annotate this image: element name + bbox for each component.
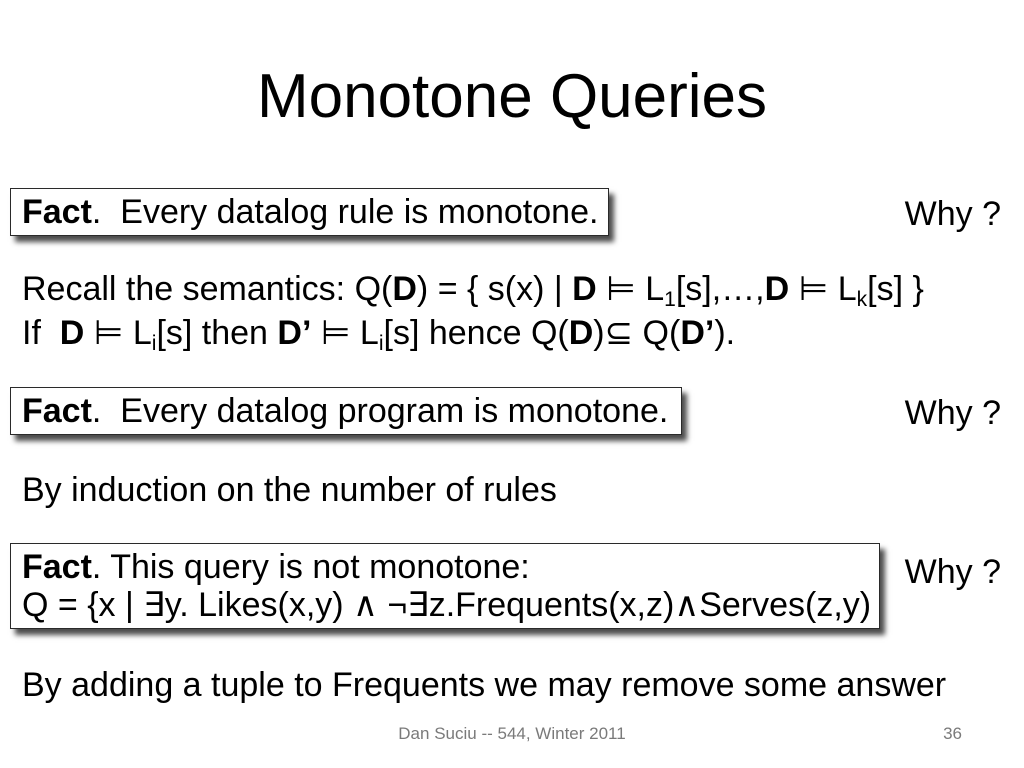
- database-symbol: D: [764, 270, 790, 308]
- fact-line: Fact. Every datalog rule is monotone.: [22, 193, 599, 231]
- fact-label: Fact: [22, 193, 92, 231]
- text-segment: [s],…,: [675, 270, 765, 308]
- text-segment: [s] hence Q(: [383, 314, 569, 352]
- text-segment: ).: [714, 314, 736, 352]
- database-symbol: D: [59, 314, 85, 352]
- slide-title: Monotone Queries: [256, 62, 768, 131]
- text-segment: [s] }: [867, 270, 924, 308]
- fact-line: Fact. Every datalog program is monotone.: [22, 394, 670, 428]
- text-segment: ⊨ L: [596, 270, 665, 308]
- fact-text: . Every datalog program is monotone.: [91, 392, 669, 430]
- text-segment: ⊨ L: [311, 314, 379, 352]
- subscript: i: [151, 332, 157, 355]
- why-question: Why ?: [904, 394, 1001, 432]
- fact-box-non-monotone: Fact. This query is not monotone:Q = {x …: [10, 543, 880, 629]
- database-symbol: D’: [277, 314, 312, 352]
- fact-label: Fact: [22, 392, 92, 430]
- induction-line: By induction on the number of rules: [22, 471, 557, 509]
- text-segment: If: [22, 314, 60, 352]
- database-symbol: D: [392, 270, 417, 308]
- why-question: Why ?: [904, 553, 1001, 591]
- page-number: 36: [943, 724, 962, 743]
- conclusion-line: By adding a tuple to Frequents we may re…: [22, 666, 947, 704]
- database-symbol: D: [572, 270, 597, 308]
- subscript: k: [856, 288, 868, 311]
- text-segment: Recall the semantics: Q(: [22, 270, 393, 308]
- monotonicity-argument-line: If D ⊨ Li[s] then D’ ⊨ Li[s] hence Q(D)⊆…: [22, 314, 736, 354]
- fact-box-rule: Fact. Every datalog rule is monotone.: [10, 188, 609, 236]
- text-segment: ⊨ L: [789, 270, 857, 308]
- semantics-line: Recall the semantics: Q(D) = { s(x) | D …: [22, 270, 924, 310]
- text-segment: [s] then: [156, 314, 278, 352]
- text-segment: ⊨ L: [84, 314, 152, 352]
- footer-credit: Dan Suciu -- 544, Winter 2011: [398, 724, 626, 743]
- fact-text: . Every datalog rule is monotone.: [91, 193, 599, 231]
- subscript: 1: [664, 288, 676, 311]
- text-segment: ) = { s(x) |: [416, 270, 573, 308]
- fact-label: Fact: [22, 548, 92, 586]
- subscript: i: [378, 332, 384, 355]
- fact-box-program: Fact. Every datalog program is monotone.: [10, 387, 682, 435]
- fact-line: Fact. This query is not monotone:: [22, 548, 868, 586]
- why-question: Why ?: [904, 195, 1001, 233]
- query-formula: Q = {x | ∃y. Likes(x,y) ∧ ¬∃z.Frequents(…: [22, 586, 872, 624]
- fact-text: . This query is not monotone:: [91, 548, 530, 586]
- text-segment: )⊆ Q(: [593, 314, 681, 352]
- database-symbol: D: [568, 314, 594, 352]
- database-symbol: D’: [680, 314, 715, 352]
